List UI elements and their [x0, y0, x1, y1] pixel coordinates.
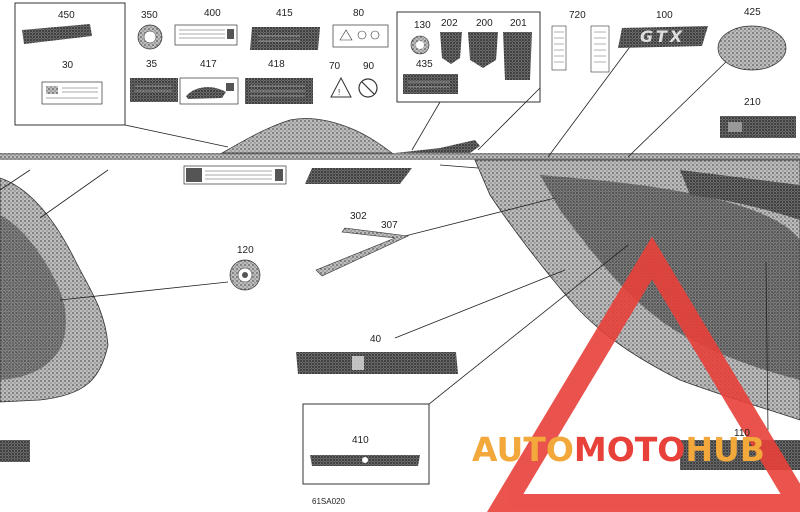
- hull-strip: [0, 153, 800, 160]
- callout-400: 400: [204, 8, 221, 19]
- decal-720a: [551, 25, 567, 71]
- decal-35: [130, 78, 178, 102]
- decal-stripe-center: [305, 168, 412, 184]
- callout-435: 435: [416, 59, 433, 70]
- decal-bottom-left: [0, 440, 30, 462]
- watermark-logo: [486, 236, 800, 512]
- callout-410: 410: [352, 435, 369, 446]
- callout-90: 90: [363, 61, 375, 72]
- decal-720b: [590, 25, 610, 73]
- callout-35: 35: [146, 59, 158, 70]
- decal-40: [296, 352, 458, 374]
- watermark-moto: MOTO: [573, 430, 686, 469]
- callout-40: 40: [370, 334, 382, 345]
- callout-110: 110: [734, 428, 750, 439]
- handle-shape: [395, 140, 480, 153]
- decal-100-gtx: [618, 26, 708, 48]
- decal-425: [717, 25, 787, 71]
- callout-720: 720: [569, 10, 586, 21]
- box-top-middle: [396, 11, 541, 103]
- decal-302-307: [315, 227, 410, 277]
- drawing-code: 61SA020: [312, 497, 345, 506]
- seat-hump: [220, 118, 394, 154]
- decal-415: [250, 27, 320, 50]
- callout-450: 450: [58, 10, 75, 21]
- callout-425: 425: [744, 7, 761, 18]
- callout-70: 70: [329, 61, 341, 72]
- callout-200: 200: [476, 18, 493, 29]
- callout-202: 202: [441, 18, 458, 29]
- box-top-left: [14, 2, 126, 126]
- decal-80: [332, 24, 389, 48]
- callout-350: 350: [141, 10, 158, 21]
- callout-307: 307: [381, 220, 398, 231]
- callout-302: 302: [350, 211, 367, 222]
- box-410: [302, 403, 430, 485]
- watermark-hub: HUB: [685, 430, 765, 469]
- callout-417: 417: [200, 59, 217, 70]
- decal-210: [720, 116, 796, 138]
- callout-120: 120: [237, 245, 254, 256]
- callout-100: 100: [656, 10, 673, 21]
- callout-210: 210: [744, 97, 761, 108]
- watermark-auto: AUTO: [472, 430, 574, 469]
- callout-415: 415: [276, 8, 293, 19]
- leader-lines: [0, 43, 769, 431]
- callout-80: 80: [353, 8, 365, 19]
- callout-201: 201: [510, 18, 527, 29]
- decal-450: [22, 24, 92, 44]
- gtx-text: GTX: [640, 27, 686, 46]
- callout-30: 30: [62, 60, 74, 71]
- watermark-text: AUTOMOTOHUB: [472, 430, 765, 469]
- callout-418: 418: [268, 59, 285, 70]
- svg-text:!: !: [338, 88, 340, 97]
- decal-70: [330, 76, 352, 98]
- decal-202: [440, 32, 462, 64]
- decal-201: [503, 32, 532, 80]
- callout-130: 130: [414, 20, 431, 31]
- decal-200: [468, 32, 498, 68]
- decal-435: [403, 74, 458, 94]
